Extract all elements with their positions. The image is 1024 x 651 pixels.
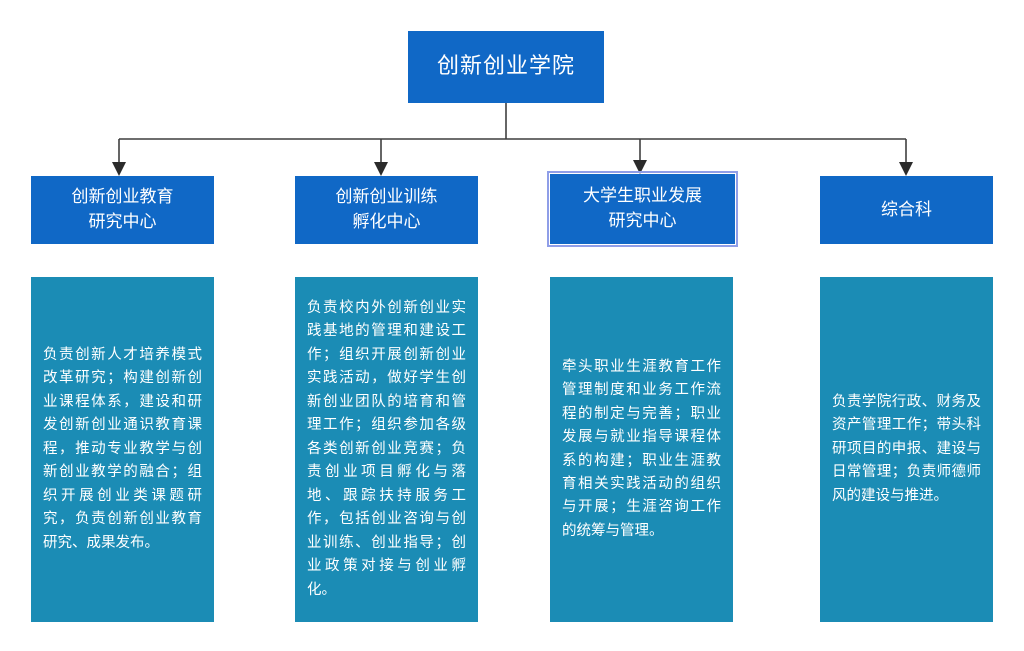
branch-header-label: 创新创业训练 孵化中心 <box>335 187 438 232</box>
root-node-label: 创新创业学院 <box>436 54 575 80</box>
arrowhead-icon-3 <box>633 160 647 174</box>
branch-description-text: 牵头职业生涯教育工作管理制度和业务工作流程的制定与完善；职业发展与就业指导课程体… <box>562 358 721 539</box>
connector-arrowheads <box>112 160 913 176</box>
branch-header-education-research[interactable]: 创新创业教育 研究中心 <box>31 176 214 244</box>
arrowhead-icon-1 <box>112 162 126 176</box>
branch-description-career-development: 牵头职业生涯教育工作管理制度和业务工作流程的制定与完善；职业发展与就业指导课程体… <box>550 277 733 622</box>
branch-description-training-incubation: 负责校内外创新创业实践基地的管理和建设工作；组织开展创新创业实践活动，做好学生创… <box>295 277 478 622</box>
branch-description-education-research: 负责创新人才培养模式改革研究；构建创新创业课程体系，建设和研发创新创业通识教育课… <box>31 277 214 622</box>
branch-description-text: 负责学院行政、财务及资产管理工作；带头科研项目的申报、建设与日常管理；负责师德师… <box>832 393 981 504</box>
arrowhead-icon-2 <box>374 162 388 176</box>
branch-header-training-incubation[interactable]: 创新创业训练 孵化中心 <box>295 176 478 244</box>
branch-description-text: 负责校内外创新创业实践基地的管理和建设工作；组织开展创新创业实践活动，做好学生创… <box>307 299 466 598</box>
branch-description-text: 负责创新人才培养模式改革研究；构建创新创业课程体系，建设和研发创新创业通识教育课… <box>43 346 202 551</box>
branch-header-label: 大学生职业发展 研究中心 <box>583 186 702 231</box>
branch-header-label: 综合科 <box>881 199 932 220</box>
branch-header-career-development[interactable]: 大学生职业发展 研究中心 <box>547 171 738 247</box>
branch-description-general-affairs: 负责学院行政、财务及资产管理工作；带头科研项目的申报、建设与日常管理；负责师德师… <box>820 277 993 622</box>
branch-header-general-affairs[interactable]: 综合科 <box>820 176 993 244</box>
arrowhead-icon-4 <box>899 162 913 176</box>
branch-header-label: 创新创业教育 研究中心 <box>71 187 174 232</box>
root-node[interactable]: 创新创业学院 <box>408 31 604 103</box>
